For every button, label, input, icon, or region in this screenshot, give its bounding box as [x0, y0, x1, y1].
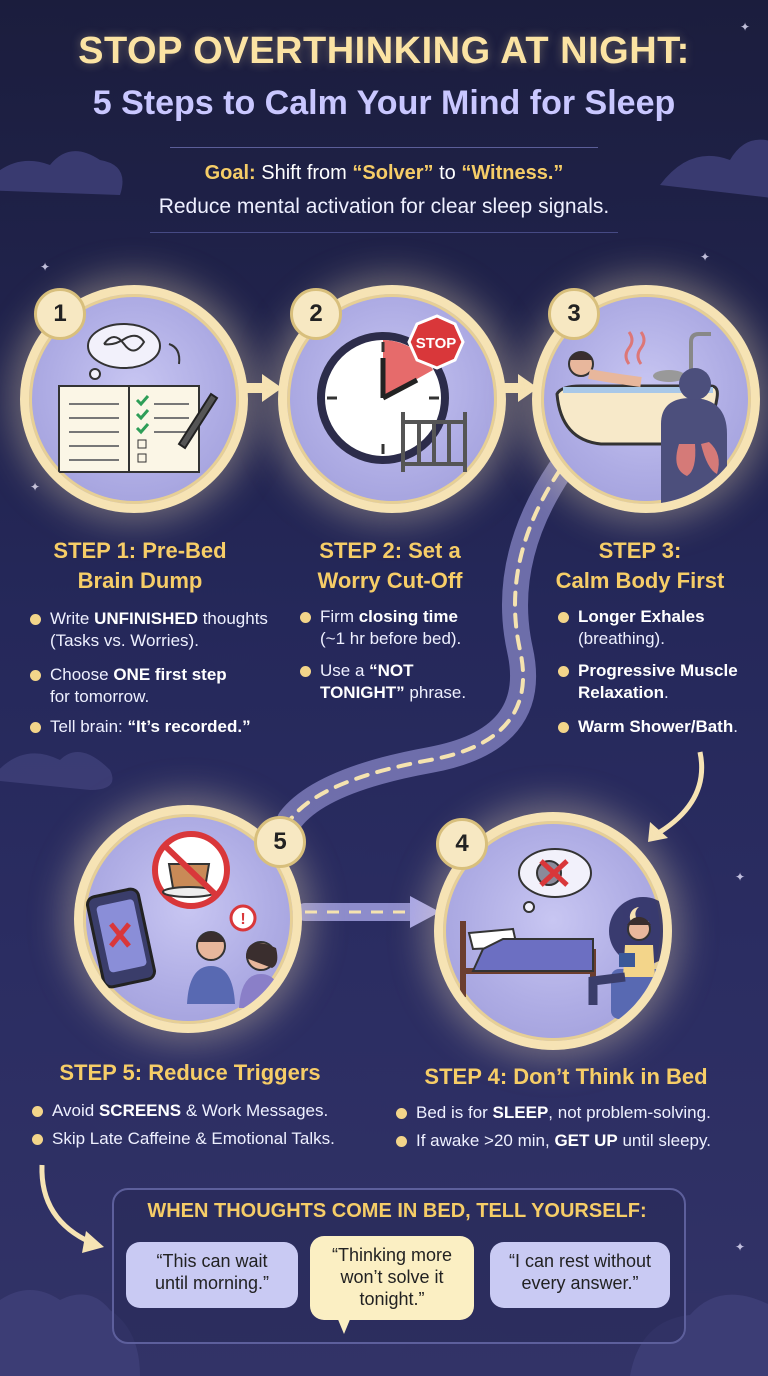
step-5-number: 5	[254, 816, 306, 868]
bullet-bold: Relaxation	[578, 683, 664, 702]
divider	[170, 147, 598, 148]
step-1-number: 1	[34, 288, 86, 340]
step-3-title-line2: Calm Body First	[555, 568, 725, 593]
step-1-bullet: Choose ONE first step for tomorrow.	[30, 664, 310, 708]
bullet-bold: “NOT	[369, 661, 414, 680]
star-icon: ✦	[735, 870, 746, 884]
step-2-title-line2: Worry Cut-Off	[317, 568, 463, 593]
step-4-number: 4	[436, 818, 488, 870]
bullet-bold: GET UP	[554, 1131, 618, 1150]
svg-text:!: !	[240, 911, 245, 928]
step-1-title-line1: STEP 1: Pre-Bed	[53, 538, 227, 563]
star-icon: ✦	[735, 1240, 746, 1254]
quote-line: until morning.”	[154, 1273, 270, 1293]
goal-solver: “Solver”	[352, 162, 434, 184]
step-4-title: STEP 4: Don’t Think in Bed	[424, 1064, 708, 1089]
bullet-text: Firm	[320, 607, 359, 626]
goal-witness: “Witness.”	[461, 162, 564, 184]
step-2-bullet: Use a “NOT TONIGHT” phrase.	[300, 660, 520, 704]
bullet-text: , not problem-solving.	[548, 1103, 711, 1122]
bullet-text: Bed is for	[416, 1103, 493, 1122]
quote-line: “I can rest without	[508, 1251, 652, 1271]
bed-thought-icon	[460, 848, 663, 1019]
step-5-bullet: Skip Late Caffeine & Emotional Talks.	[32, 1128, 402, 1150]
goal-text: Shift from	[261, 162, 347, 184]
step-5-illustration: !	[74, 805, 302, 1033]
divider	[150, 232, 618, 233]
step-3-bullet: Longer Exhales (breathing).	[558, 606, 768, 650]
bullet-text: Write	[50, 609, 95, 628]
bullet-bold: SCREENS	[98, 1101, 182, 1120]
step-1-title-line2: Brain Dump	[77, 568, 203, 593]
star-icon: ✦	[740, 20, 751, 34]
quote-line: won’t solve it	[340, 1267, 444, 1287]
star-icon: ✦	[700, 250, 711, 264]
step-3-number: 3	[548, 288, 600, 340]
bullet-bold: Longer Exhales	[578, 607, 705, 626]
step-1-bullet: Write UNFINISHED thoughts (Tasks vs. Wor…	[30, 608, 310, 652]
bullet-text: & Work Messages.	[181, 1101, 329, 1120]
step-5-title: STEP 5: Reduce Triggers	[59, 1060, 321, 1085]
step-4-bullet: If awake >20 min, GET UP until sleepy.	[396, 1130, 768, 1152]
bullet-text: .	[663, 683, 669, 702]
bullet-text: Avoid	[52, 1101, 99, 1120]
bullet-bold: ONE first step	[113, 665, 227, 684]
star-icon: ✦	[40, 260, 51, 274]
bullet-bold: “It’s recorded.”	[127, 717, 251, 736]
quote-bubble: “I can rest without every answer.”	[490, 1242, 670, 1308]
step-1-bullet: Tell brain: “It’s recorded.”	[30, 716, 310, 738]
quote-bubble: “This can wait until morning.”	[126, 1242, 298, 1308]
quote-bubble: “Thinking more won’t solve it tonight.”	[310, 1236, 474, 1320]
bullet-text: for tomorrow.	[50, 687, 150, 706]
bullet-bold: TONIGHT”	[320, 683, 405, 702]
quote-line: every answer.”	[521, 1273, 639, 1293]
bullet-text: Use a	[320, 661, 370, 680]
step-1-title: STEP 1: Pre-Bed Brain Dump	[20, 536, 260, 596]
clock-icon: STOP	[317, 314, 467, 472]
bullet-text: Choose	[50, 665, 114, 684]
step-2-bullet: Firm closing time (~1 hr before bed).	[300, 606, 520, 650]
bullet-text: phrase.	[404, 683, 467, 702]
quote-line: tonight.”	[359, 1289, 425, 1309]
bullet-text: If awake >20 min,	[416, 1131, 555, 1150]
bullet-bold: Progressive Muscle	[578, 661, 738, 680]
quote-line: “This can wait	[156, 1251, 268, 1271]
bullet-text: thoughts	[197, 609, 268, 628]
bullet-bold: Warm Shower/Bath	[578, 717, 734, 736]
bath-breathing-icon	[555, 331, 727, 504]
tell-yourself-title: WHEN THOUGHTS COME IN BED, TELL YOURSELF…	[147, 1200, 647, 1222]
bullet-text: until sleepy.	[617, 1131, 711, 1150]
stop-sign-label: STOP	[416, 335, 457, 352]
bullet-bold: SLEEP	[492, 1103, 549, 1122]
step-2-title: STEP 2: Set a Worry Cut-Off	[270, 536, 510, 596]
star-icon: ✦	[30, 480, 41, 494]
step-2-number: 2	[290, 288, 342, 340]
bullet-text: Tell brain:	[50, 717, 128, 736]
step-4-illustration	[434, 812, 672, 1050]
quote-line: “Thinking more	[331, 1245, 453, 1265]
page-subtitle: 5 Steps to Calm Your Mind for Sleep	[92, 84, 676, 122]
step-1-illustration	[20, 285, 248, 513]
bullet-text: (breathing).	[578, 629, 665, 648]
goal-to: to	[439, 162, 456, 184]
goal-subtext: Reduce mental activation for clear sleep…	[158, 195, 610, 218]
step-3-bullet: Progressive Muscle Relaxation.	[558, 660, 768, 704]
bullet-bold: closing time	[358, 607, 458, 626]
bullet-text: Skip Late Caffeine & Emotional Talks.	[52, 1129, 335, 1148]
goal-label: Goal:	[204, 162, 256, 184]
journal-icon	[58, 323, 219, 473]
bullet-text: (~1 hr before bed).	[320, 629, 462, 648]
step-5-bullet: Avoid SCREENS & Work Messages.	[32, 1100, 402, 1122]
step-4-bullet: Bed is for SLEEP, not problem-solving.	[396, 1102, 768, 1124]
page-title: STOP OVERTHINKING AT NIGHT:	[78, 30, 690, 72]
bullet-bold: UNFINISHED	[94, 609, 198, 628]
goal-statement: Goal: Shift from “Solver” to “Witness.”	[0, 162, 768, 185]
step-3-bullet: Warm Shower/Bath.	[558, 716, 768, 738]
bullet-text: (Tasks vs. Worries).	[50, 631, 199, 650]
step-3-title-line1: STEP 3:	[598, 538, 682, 563]
step-3-title: STEP 3: Calm Body First	[530, 536, 750, 596]
step-2-title-line1: STEP 2: Set a	[319, 538, 461, 563]
bullet-text: .	[733, 717, 738, 736]
